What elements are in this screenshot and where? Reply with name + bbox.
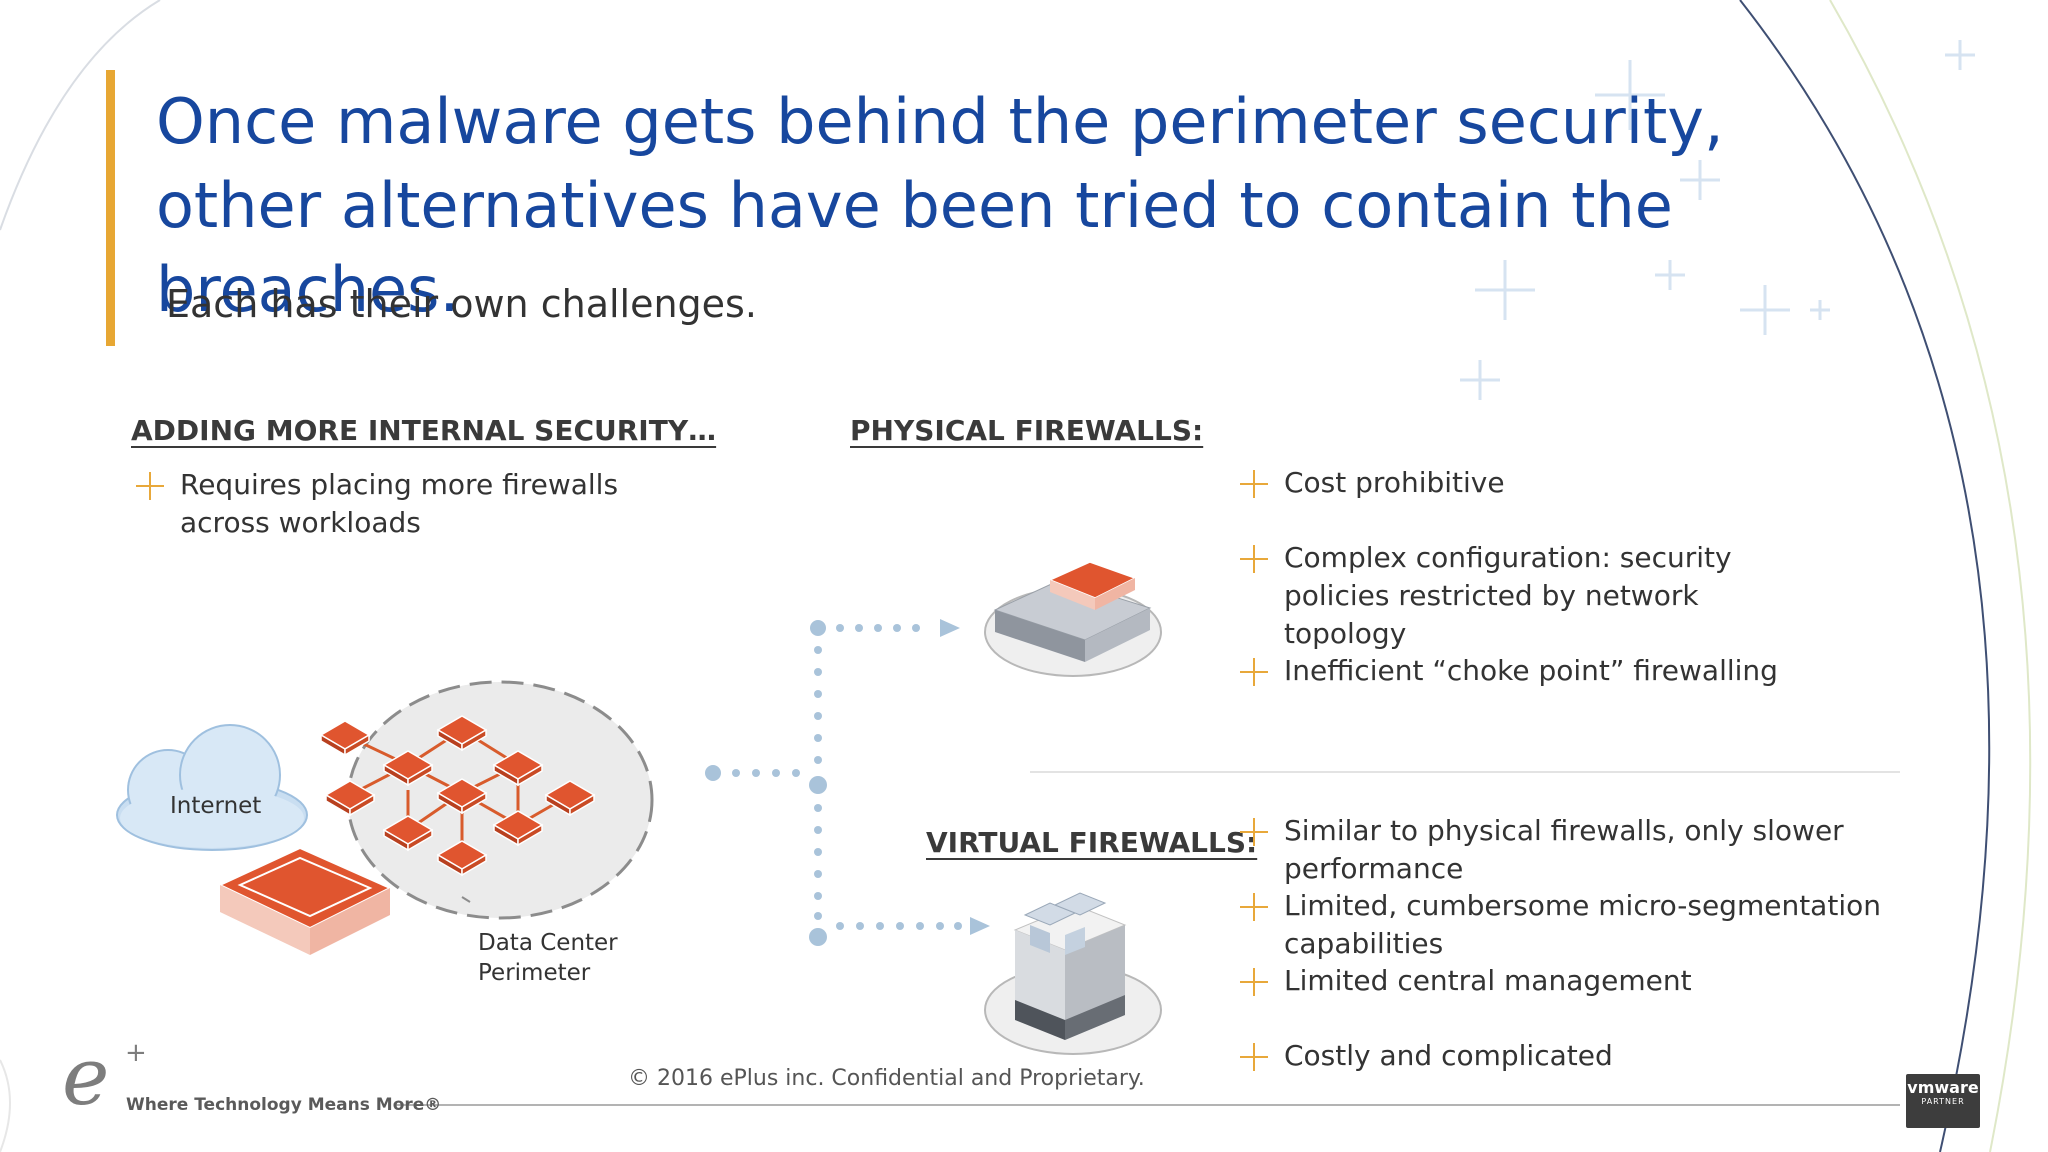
bullet-text: Requires placing more firewalls across w… xyxy=(180,468,619,539)
bullet-text: Inefficient “choke point” firewalling xyxy=(1284,654,1778,687)
plus-bullet-icon xyxy=(1240,893,1268,921)
eplus-tagline: Where Technology Means More® xyxy=(126,1095,442,1115)
plus-bullet-icon xyxy=(1240,658,1268,686)
eplus-logo-plus: + xyxy=(125,1038,147,1068)
vmware-brand-text: vmware xyxy=(1907,1078,1979,1097)
bullet-text: Cost prohibitive xyxy=(1284,466,1505,499)
vmware-partner-badge: vmware PARTNER xyxy=(1906,1074,1980,1128)
bullet-text: Limited, cumbersome micro-segmentation c… xyxy=(1284,889,1881,960)
plus-bullet-icon xyxy=(1240,1043,1268,1071)
physical-firewall-appliance-icon xyxy=(984,561,1162,677)
left-arc-decoration xyxy=(0,0,161,231)
right-arc-decoration xyxy=(1739,0,1991,1152)
bullet-text: Similar to physical firewalls, only slow… xyxy=(1284,814,1844,885)
slide-subtitle: Each has their own challenges. xyxy=(166,282,757,326)
firewall-icons xyxy=(319,715,596,877)
slide-title: Once malware gets behind the perimeter s… xyxy=(156,85,1724,326)
perimeter-label-line2: Perimeter xyxy=(478,960,591,986)
eplus-logo-letter: e xyxy=(62,1030,110,1123)
cross-pattern-decoration xyxy=(1460,40,1975,400)
internet-cloud-icon xyxy=(116,724,308,851)
virtual-firewall-server-icon xyxy=(984,892,1162,1055)
copyright-text: © 2016 ePlus inc. Confidential and Propr… xyxy=(628,1066,1145,1091)
bullet-text: Limited central management xyxy=(1284,964,1692,997)
physical-firewalls-heading: PHYSICAL FIREWALLS: xyxy=(850,414,1204,447)
plus-bullet-icon xyxy=(1240,470,1268,498)
plus-bullet-icon xyxy=(1240,968,1268,996)
title-accent-bar xyxy=(106,70,115,346)
plus-bullet-icon xyxy=(1240,545,1268,573)
perimeter-label-pointer xyxy=(461,896,471,903)
perimeter-firewall-icon xyxy=(217,846,393,955)
perimeter-label-line1: Data Center xyxy=(478,930,618,956)
plus-bullet-icon xyxy=(136,472,164,500)
plus-bullet-icon xyxy=(1240,818,1268,846)
data-center-perimeter-ellipse xyxy=(346,680,654,920)
internal-security-heading: ADDING MORE INTERNAL SECURITY… xyxy=(131,414,717,447)
dotted-connector xyxy=(705,619,990,946)
left-bottom-arc-decoration xyxy=(0,1059,11,1152)
partner-text: PARTNER xyxy=(1921,1097,1965,1106)
virtual-firewalls-heading: VIRTUAL FIREWALLS: xyxy=(926,826,1258,859)
internet-label: Internet xyxy=(170,793,262,819)
bullet-text: Costly and complicated xyxy=(1284,1039,1613,1072)
bullet-text: Complex configuration: security policies… xyxy=(1284,541,1732,650)
right-arc-decoration-outer xyxy=(1829,0,2032,1152)
